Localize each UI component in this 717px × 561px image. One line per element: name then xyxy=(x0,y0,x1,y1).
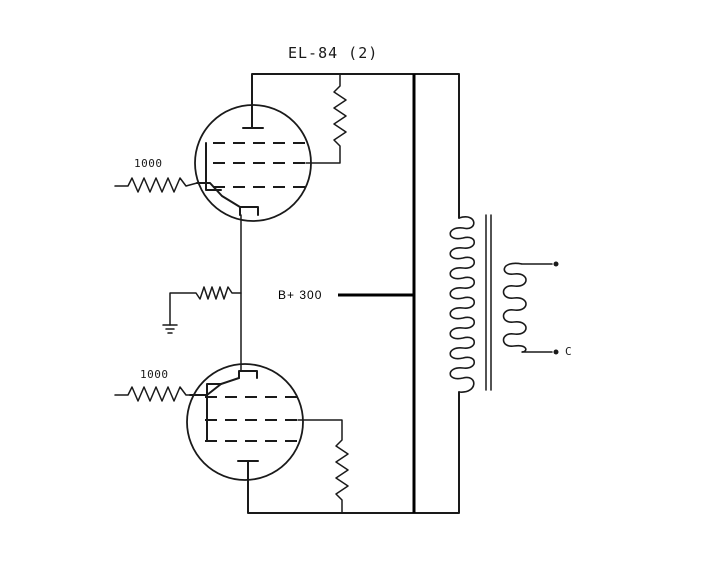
upper-cathode xyxy=(239,206,259,216)
upper-screen-resistor xyxy=(305,73,347,164)
supply-voltage-label: B+ 300 xyxy=(278,288,322,302)
secondary-winding xyxy=(502,262,527,353)
output-transformer: C xyxy=(449,214,572,393)
upper-grid-resistor xyxy=(114,177,198,193)
lower-tube-envelope xyxy=(186,363,304,481)
ground-icon xyxy=(162,324,178,334)
bottom-plate-wire xyxy=(247,391,460,514)
output-terminal-hot xyxy=(553,261,559,267)
lower-grid-resistor xyxy=(114,386,191,402)
lower-screen-resistor xyxy=(297,419,349,514)
output-tap-label: C xyxy=(565,345,572,358)
upper-grid-resistor-label: 1000 xyxy=(134,157,163,170)
lower-cathode xyxy=(238,370,258,379)
cathode-bias-resistor xyxy=(169,286,242,326)
tube-type-label: EL-84 (2) xyxy=(288,44,378,62)
upper-el84-tube xyxy=(194,104,312,222)
top-plate-wire xyxy=(251,73,460,219)
primary-winding xyxy=(449,216,476,393)
lower-el84-tube xyxy=(186,363,304,481)
lower-grid-resistor-label: 1000 xyxy=(140,368,169,381)
output-terminal-common xyxy=(553,349,559,355)
